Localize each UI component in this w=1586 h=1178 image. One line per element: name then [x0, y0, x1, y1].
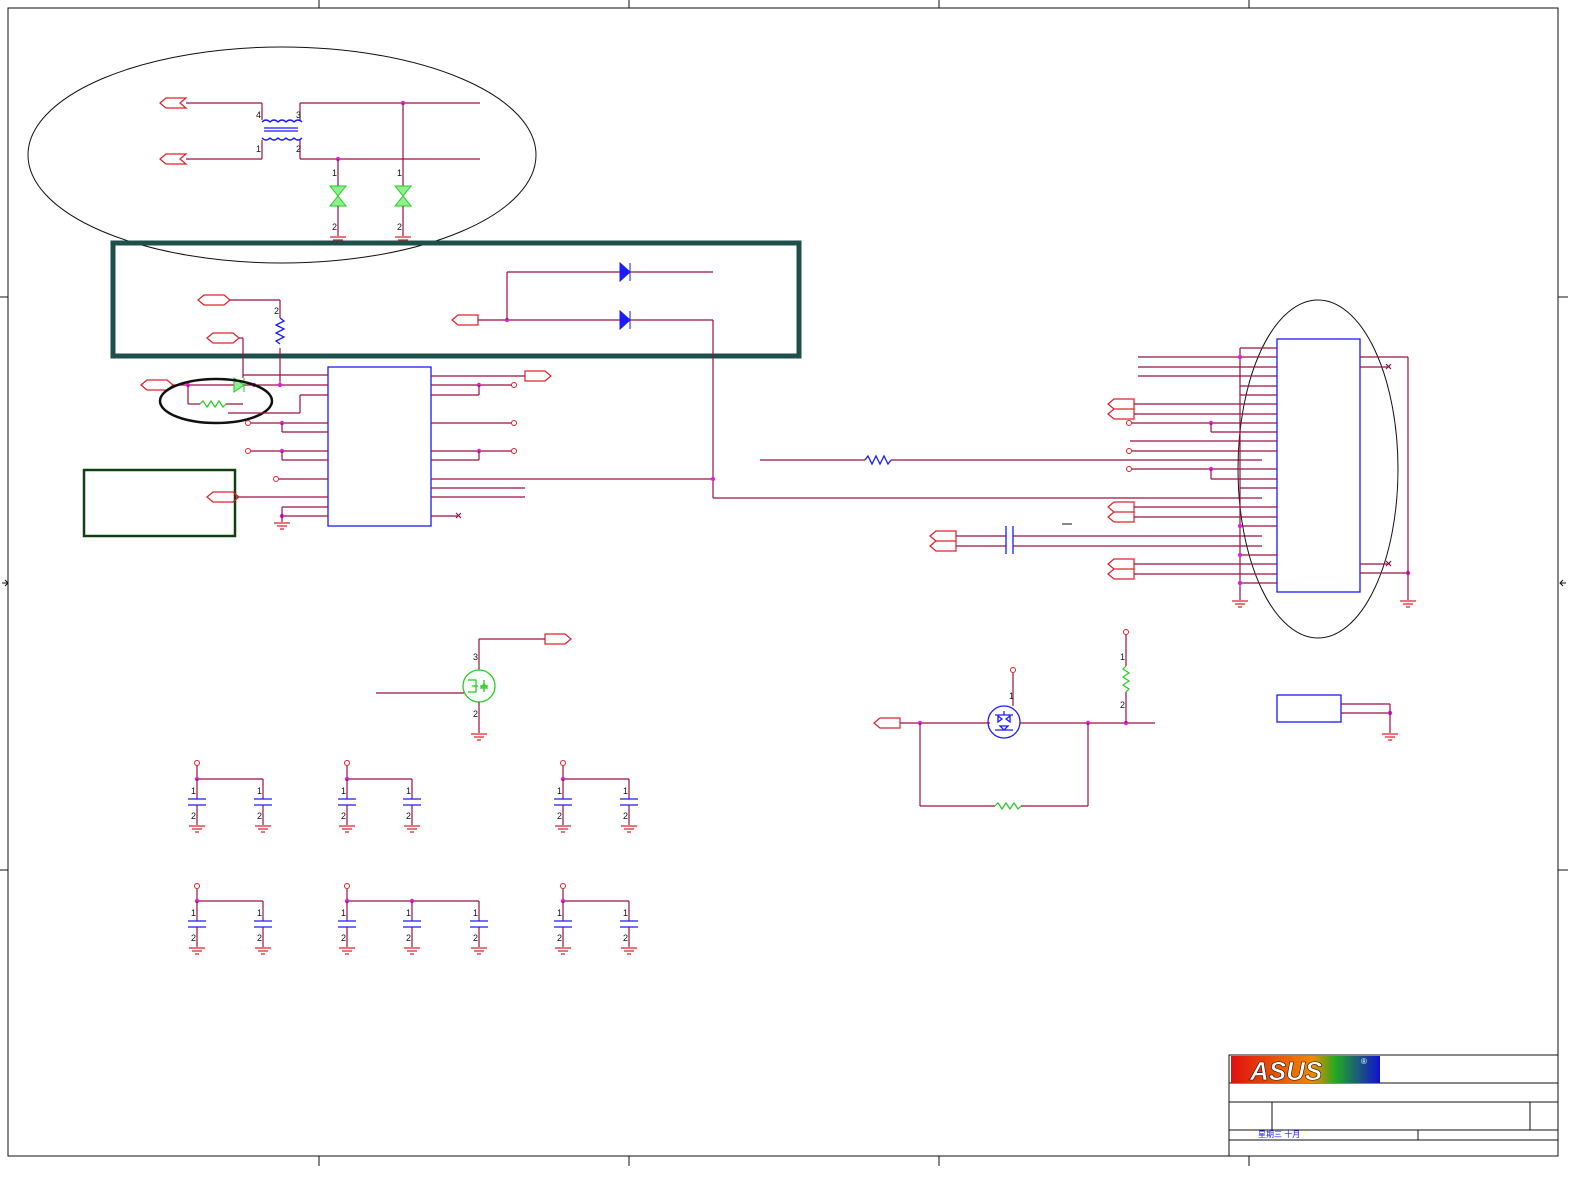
mosfet-icon	[987, 705, 1021, 739]
power-port-icon	[560, 760, 566, 766]
svg-text:1: 1	[341, 908, 346, 918]
svg-text:2: 2	[341, 933, 346, 943]
svg-text:2: 2	[274, 306, 279, 316]
note-box	[82, 468, 240, 538]
resistor-icon	[864, 454, 892, 466]
svg-text:2: 2	[397, 222, 402, 232]
svg-text:1: 1	[623, 786, 628, 796]
svg-text:1: 1	[257, 908, 262, 918]
svg-text:1: 1	[406, 786, 411, 796]
svg-text:®: ®	[1361, 1057, 1367, 1066]
svg-text:1: 1	[341, 786, 346, 796]
svg-text:2: 2	[191, 811, 196, 821]
svg-text:2: 2	[296, 144, 301, 154]
highlight-ellipse	[158, 377, 274, 425]
svg-text:3: 3	[296, 110, 301, 120]
asus-logo: ASUS ®	[1231, 1056, 1380, 1086]
capacitor-icon	[188, 798, 206, 806]
capacitor-icon	[403, 798, 421, 806]
power-port-icon	[560, 883, 566, 889]
svg-text:3: 3	[473, 652, 478, 662]
tvs-diode-icon	[328, 185, 348, 207]
svg-text:2: 2	[406, 933, 411, 943]
resistor-icon	[274, 317, 286, 345]
capacitor-icon	[254, 920, 272, 928]
capacitor-icon	[254, 798, 272, 806]
svg-text:1: 1	[1120, 652, 1125, 662]
connector-nets	[713, 454, 1262, 554]
right-connector	[1107, 299, 1416, 639]
svg-text:2: 2	[557, 811, 562, 821]
mosfet-section: 32	[376, 633, 572, 741]
capacitor-icon	[620, 920, 638, 928]
left-ic	[140, 366, 716, 530]
mosfet-icon	[462, 669, 496, 703]
svg-text:2: 2	[557, 933, 562, 943]
capacitor-icon	[470, 920, 488, 928]
diode-icon	[619, 309, 631, 331]
svg-text:2: 2	[257, 933, 262, 943]
svg-text:2: 2	[473, 933, 478, 943]
svg-text:1: 1	[332, 168, 337, 178]
svg-text:2: 2	[191, 933, 196, 943]
transformer-icon	[261, 119, 303, 141]
svg-text:1: 1	[397, 168, 402, 178]
diode-icon	[619, 261, 631, 283]
svg-text:2: 2	[623, 933, 628, 943]
svg-text:2: 2	[257, 811, 262, 821]
decoupling-capacitors: 1 2 1 2 1 2 1 2 1 2 1 2 1 2 1 2 1 2 1 2 1 2 1 2 1 2	[188, 760, 638, 955]
svg-text:1: 1	[473, 908, 478, 918]
svg-text:1: 1	[191, 786, 196, 796]
svg-text:2: 2	[332, 222, 337, 232]
date-text: 星期三 十月	[1258, 1129, 1300, 1139]
capacitor-icon	[338, 920, 356, 928]
resistor-icon	[1121, 665, 1131, 693]
svg-text:2: 2	[623, 811, 628, 821]
capacitor-icon	[554, 798, 572, 806]
svg-text:1: 1	[406, 908, 411, 918]
svg-text:1: 1	[1009, 691, 1014, 701]
svg-text:2: 2	[473, 709, 478, 719]
resistor-icon	[199, 399, 227, 409]
title-block: ASUS ® 星期三 十月	[1228, 1054, 1559, 1157]
tvs-diode-icon	[393, 185, 413, 207]
resistor-icon	[994, 801, 1022, 811]
svg-text:2: 2	[1120, 700, 1125, 710]
power-port-icon	[344, 883, 350, 889]
svg-text:4: 4	[256, 110, 261, 120]
svg-text:1: 1	[557, 908, 562, 918]
capacitor-icon	[188, 920, 206, 928]
svg-text:2: 2	[341, 811, 346, 821]
capacitor-icon	[338, 798, 356, 806]
transformer-section: 4 1 3 2 1 2 1 2	[27, 46, 537, 264]
svg-text:1: 1	[191, 908, 196, 918]
capacitor-icon	[554, 920, 572, 928]
svg-text:1: 1	[557, 786, 562, 796]
capacitor-icon	[1005, 526, 1014, 554]
power-port-icon	[344, 760, 350, 766]
svg-text:2: 2	[406, 811, 411, 821]
svg-text:1: 1	[623, 908, 628, 918]
svg-text:1: 1	[257, 786, 262, 796]
highlight-box: 2	[110, 240, 802, 498]
power-port-icon	[194, 883, 200, 889]
svg-text:ASUS: ASUS	[1249, 1056, 1323, 1086]
small-part	[1276, 694, 1398, 741]
right-mosfet-section: 1 1 2	[873, 629, 1155, 811]
capacitor-icon	[620, 798, 638, 806]
capacitor-icon	[403, 920, 421, 928]
drawing-frame	[0, 0, 1568, 1166]
svg-text:1: 1	[256, 144, 261, 154]
power-port-icon	[194, 760, 200, 766]
